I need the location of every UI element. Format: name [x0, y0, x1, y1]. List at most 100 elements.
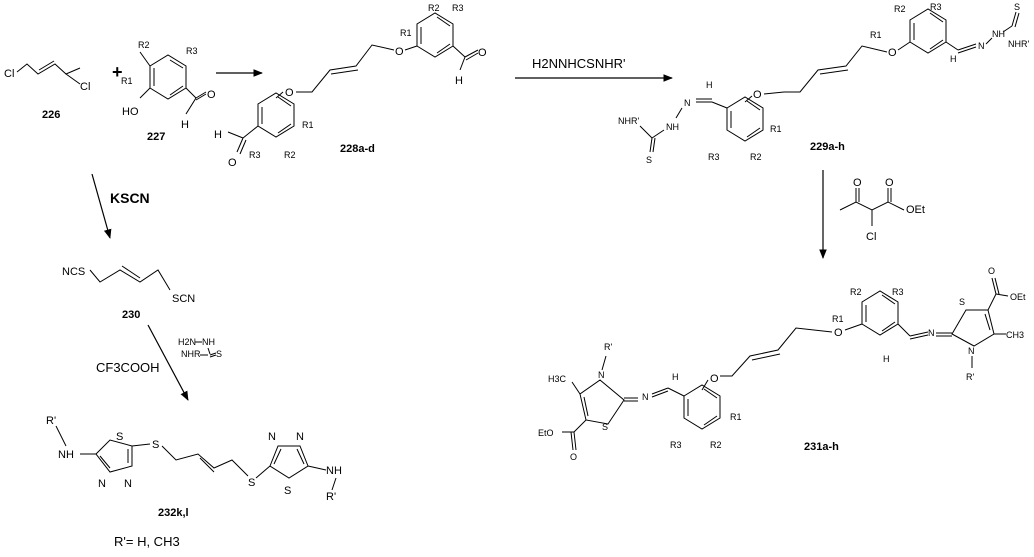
atom-r1: R1	[400, 28, 412, 38]
atom-r3: R3	[892, 287, 904, 297]
atom-r3: R3	[708, 152, 720, 162]
atom-rp: R'	[604, 342, 612, 352]
atom-r1: R1	[870, 30, 882, 40]
atom-n: N	[928, 328, 935, 338]
atom-nhr: NHR	[181, 349, 201, 359]
structure-229: R2 R3 R1 H N NH S NHR' O O R1 R3 R2 H N	[618, 2, 1029, 165]
atom-r2: R2	[284, 150, 296, 160]
atom-r3: R3	[249, 150, 261, 160]
atom-r2: R2	[138, 40, 150, 50]
atom-o: O	[888, 47, 897, 59]
arrow-to-232	[147, 324, 189, 401]
atom-nh: NH	[202, 337, 215, 347]
atom-n: N	[296, 431, 304, 443]
atom-s: S	[959, 297, 965, 307]
atom-scn: SCN	[172, 293, 195, 305]
atom-n: N	[642, 392, 649, 402]
structure-232: R' NH S N N S S N N S NH R'	[46, 415, 342, 503]
atom-oet: OEt	[1010, 292, 1026, 302]
atom-ho: HO	[122, 106, 139, 118]
atom-h3c: H3C	[548, 374, 567, 384]
atom-nhr: NHR'	[1008, 39, 1029, 49]
structure-227: R2 R3 R1 HO O H	[121, 40, 216, 131]
atom-cl: Cl	[80, 81, 90, 93]
atom-ncs: NCS	[62, 266, 85, 278]
atom-rp: R'	[966, 372, 974, 382]
atom-o: O	[285, 87, 294, 99]
atom-r1: R1	[302, 120, 314, 130]
atom-r1: R1	[121, 76, 133, 86]
atom-h: H	[181, 119, 189, 131]
atom-s: S	[646, 155, 652, 165]
atom-h2n: H2N	[178, 337, 196, 347]
atom-rp: R'	[326, 491, 336, 503]
atom-r3: R3	[452, 3, 464, 13]
atom-s: S	[116, 431, 123, 443]
atom-o: O	[853, 177, 862, 189]
atom-s: S	[1014, 2, 1020, 12]
reagent-ethyl-2-chloroacetoacetate: O O Cl OEt	[839, 177, 925, 243]
atom-cl: Cl	[866, 231, 876, 243]
atom-r2: R2	[894, 4, 906, 14]
reagent-thiosemicarbazide-small: H2N NH NHR S	[178, 337, 222, 359]
atom-nh: NH	[58, 449, 74, 461]
atom-eto: EtO	[538, 428, 554, 438]
atom-o: O	[885, 177, 894, 189]
label-228: 228a-d	[340, 143, 375, 155]
atom-o: O	[710, 373, 719, 385]
label-230: 230	[122, 309, 140, 321]
atom-r2: R2	[428, 3, 440, 13]
atom-r2: R2	[850, 287, 862, 297]
reagent-tfa: CF3COOH	[96, 360, 160, 375]
atom-nh: NH	[992, 29, 1005, 39]
atom-r3: R3	[670, 440, 682, 450]
atom-o: O	[988, 266, 995, 276]
atom-r1: R1	[770, 124, 782, 134]
atom-s: S	[284, 485, 291, 497]
atom-s: S	[152, 439, 159, 451]
structure-226: Cl Cl	[4, 60, 90, 93]
atom-o: O	[570, 452, 577, 462]
atom-r1: R1	[832, 314, 844, 324]
atom-o: O	[834, 327, 843, 339]
atom-h: H	[950, 54, 957, 64]
atom-nhr: NHR'	[618, 116, 639, 126]
atom-ch3: CH3	[1006, 330, 1024, 340]
atom-r3: R3	[930, 2, 942, 12]
structure-230: NCS SCN	[62, 265, 195, 305]
plus-sign: +	[112, 62, 123, 82]
label-227: 227	[147, 131, 165, 143]
atom-o: O	[207, 89, 216, 101]
arrow-to-230	[91, 173, 112, 239]
label-229: 229a-h	[810, 141, 845, 153]
atom-cl: Cl	[4, 68, 14, 80]
label-231: 231a-h	[804, 441, 839, 453]
atom-h: H	[672, 372, 679, 382]
atom-h: H	[214, 129, 222, 141]
atom-n: N	[268, 431, 276, 443]
atom-r1: R1	[730, 412, 742, 422]
atom-s: S	[248, 477, 255, 489]
atom-n: N	[968, 346, 975, 356]
atom-n: N	[684, 98, 691, 108]
atom-n: N	[124, 478, 132, 490]
atom-r2: R2	[710, 440, 722, 450]
structure-228: R2 R3 R1 O H O O R1 R3 R2 O H	[214, 3, 487, 169]
label-226: 226	[42, 109, 60, 121]
atom-o: O	[478, 47, 487, 59]
reagent-thiosemicarbazide: H2NNHCSNHR'	[532, 56, 626, 71]
atom-h: H	[883, 354, 890, 364]
atom-n: N	[598, 370, 605, 380]
structure-231: R2 R3 R1 H N S N R' CH3 O OEt O O	[538, 266, 1026, 462]
atom-o: O	[228, 157, 237, 169]
atom-n: N	[978, 41, 985, 51]
atom-o: O	[395, 46, 404, 58]
atom-s: S	[602, 422, 608, 432]
atom-oet: OEt	[906, 204, 925, 216]
atom-nh: NH	[666, 122, 679, 132]
atom-nh: NH	[326, 465, 342, 477]
atom-rp: R'	[46, 415, 56, 427]
r-prime-definition: R'= H, CH3	[114, 534, 180, 549]
label-232: 232k,l	[158, 507, 189, 519]
